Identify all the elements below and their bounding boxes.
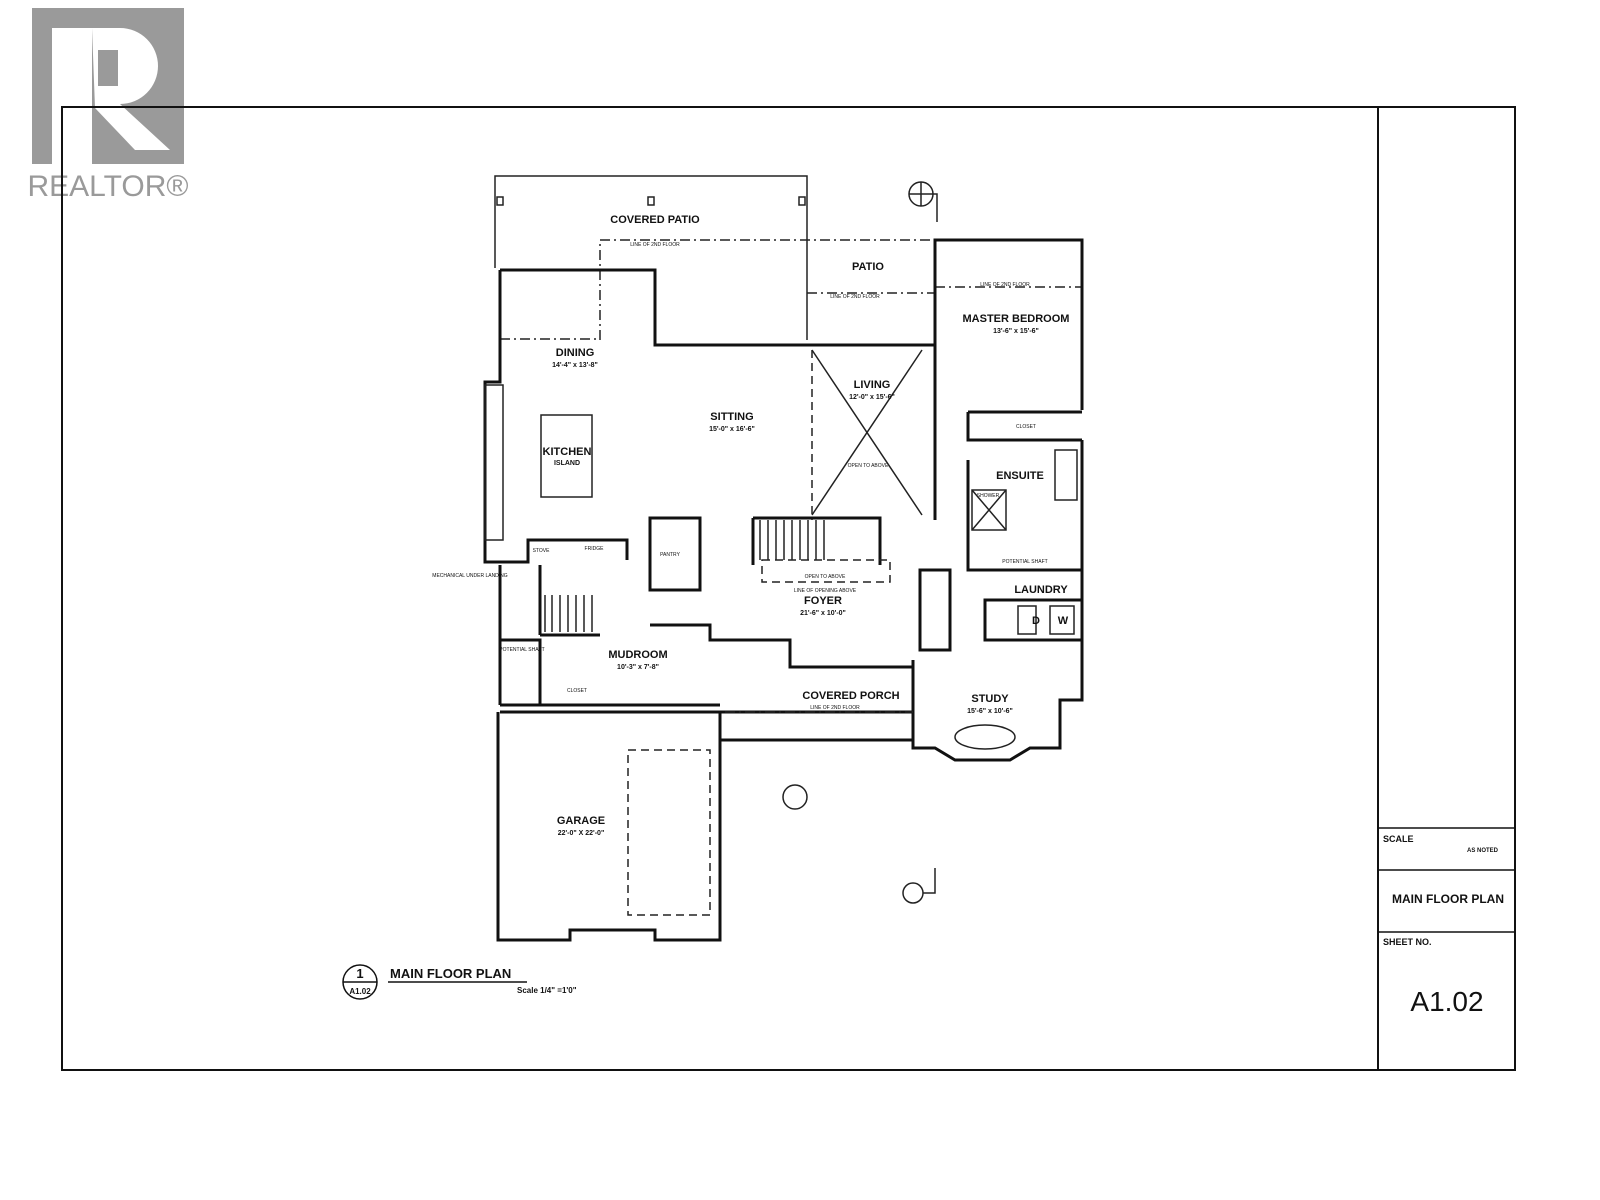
- room-laundry: LAUNDRY: [1014, 584, 1068, 596]
- room-labels: COVERED PATIO PATIO MASTER BEDROOM 13'-6"…: [543, 214, 1070, 837]
- room-dining: DINING 14'-4" x 13'-8": [552, 347, 598, 369]
- room-study: STUDY 15'-6" x 10'-6": [967, 693, 1013, 715]
- room-mudroom: MUDROOM 10'-3" x 7'-8": [608, 649, 667, 671]
- svg-text:LINE OF 2ND FLOOR: LINE OF 2ND FLOOR: [830, 294, 880, 300]
- svg-text:FOYER: FOYER: [804, 595, 842, 607]
- dryer-label: D: [1032, 615, 1040, 627]
- svg-text:OPEN TO ABOVE: OPEN TO ABOVE: [848, 463, 889, 469]
- svg-text:LINE OF 2ND FLOOR: LINE OF 2ND FLOOR: [630, 242, 680, 248]
- room-garage: GARAGE 22'-0" X 22'-0": [557, 815, 605, 837]
- svg-text:ENSUITE: ENSUITE: [996, 470, 1044, 482]
- svg-text:PATIO: PATIO: [852, 261, 884, 273]
- room-covered-porch: COVERED PORCH: [802, 690, 899, 702]
- realtor-logo-text: REALTOR®: [27, 170, 188, 203]
- svg-text:MASTER BEDROOM: MASTER BEDROOM: [963, 313, 1070, 325]
- svg-text:CLOSET: CLOSET: [567, 688, 587, 694]
- sheet-border: [61, 106, 1516, 1071]
- svg-text:CLOSET: CLOSET: [1016, 424, 1036, 430]
- svg-text:KITCHEN: KITCHEN: [543, 446, 592, 458]
- svg-text:STOVE: STOVE: [533, 548, 551, 554]
- title-block: SCALE AS NOTED MAIN FLOOR PLAN SHEET NO.…: [1383, 834, 1504, 1017]
- svg-text:22'-0" X 22'-0": 22'-0" X 22'-0": [558, 830, 605, 837]
- svg-text:LINE OF 2ND FLOOR: LINE OF 2ND FLOOR: [810, 705, 860, 711]
- svg-text:12'-0" x 15'-6": 12'-0" x 15'-6": [849, 394, 895, 401]
- svg-text:1: 1: [356, 966, 363, 981]
- room-master-bedroom: MASTER BEDROOM 13'-6" x 15'-6": [963, 313, 1070, 335]
- room-foyer: FOYER 21'-6" x 10'-0": [800, 595, 846, 617]
- svg-text:LAUNDRY: LAUNDRY: [1014, 584, 1068, 596]
- svg-text:FRIDGE: FRIDGE: [585, 546, 605, 552]
- svg-text:LINE OF 2ND FLOOR: LINE OF 2ND FLOOR: [980, 282, 1030, 288]
- svg-text:MAIN FLOOR PLAN: MAIN FLOOR PLAN: [1392, 892, 1504, 906]
- svg-text:LINE OF OPENING ABOVE: LINE OF OPENING ABOVE: [794, 588, 857, 594]
- svg-text:A1.02: A1.02: [1410, 986, 1483, 1017]
- svg-text:SHOWER: SHOWER: [977, 493, 1000, 499]
- svg-text:Scale 1/4" =1'0": Scale 1/4" =1'0": [517, 986, 577, 995]
- room-covered-patio: COVERED PATIO: [610, 214, 700, 226]
- svg-text:OPEN TO ABOVE: OPEN TO ABOVE: [805, 574, 846, 580]
- svg-text:15'-6" x 10'-6": 15'-6" x 10'-6": [967, 708, 1013, 715]
- svg-text:13'-6" x 15'-6": 13'-6" x 15'-6": [993, 328, 1039, 335]
- svg-text:SCALE: SCALE: [1383, 834, 1414, 844]
- room-living: LIVING 12'-0" x 15'-6": [849, 379, 895, 401]
- svg-text:DINING: DINING: [556, 347, 595, 359]
- svg-text:STUDY: STUDY: [971, 693, 1009, 705]
- svg-text:SHEET NO.: SHEET NO.: [1383, 937, 1432, 947]
- svg-text:GARAGE: GARAGE: [557, 815, 605, 827]
- svg-text:PANTRY: PANTRY: [660, 552, 680, 558]
- room-patio: PATIO: [852, 261, 884, 273]
- svg-text:21'-6" x 10'-0": 21'-6" x 10'-0": [800, 610, 846, 617]
- svg-text:POTENTIAL SHAFT: POTENTIAL SHAFT: [499, 647, 544, 653]
- svg-text:14'-4" x 13'-8": 14'-4" x 13'-8": [552, 362, 598, 369]
- floor-plan-walls: [483, 175, 1084, 942]
- svg-text:MUDROOM: MUDROOM: [608, 649, 667, 661]
- svg-text:10'-3" x 7'-8": 10'-3" x 7'-8": [617, 664, 659, 671]
- svg-text:SITTING: SITTING: [710, 411, 753, 423]
- drawing-title: 1 A1.02 MAIN FLOOR PLAN Scale 1/4" =1'0": [342, 964, 577, 1000]
- svg-text:POTENTIAL SHAFT: POTENTIAL SHAFT: [1002, 559, 1047, 565]
- realtor-logo: REALTOR®: [27, 8, 189, 203]
- svg-text:LIVING: LIVING: [854, 379, 891, 391]
- room-kitchen: KITCHEN ISLAND: [543, 446, 592, 467]
- svg-text:ISLAND: ISLAND: [554, 460, 580, 467]
- svg-text:15'-0" x 16'-6": 15'-0" x 16'-6": [709, 426, 755, 433]
- room-ensuite: ENSUITE: [996, 470, 1044, 482]
- svg-text:COVERED PORCH: COVERED PORCH: [802, 690, 899, 702]
- washer-label: W: [1058, 615, 1069, 627]
- svg-text:MAIN FLOOR PLAN: MAIN FLOOR PLAN: [390, 966, 511, 981]
- plan-notes: LINE OF 2ND FLOOR LINE OF 2ND FLOOR LINE…: [432, 242, 1069, 711]
- room-sitting: SITTING 15'-0" x 16'-6": [709, 411, 755, 433]
- svg-text:MECHANICAL UNDER LANDING: MECHANICAL UNDER LANDING: [432, 573, 507, 579]
- svg-text:A1.02: A1.02: [349, 987, 371, 996]
- svg-text:AS NOTED: AS NOTED: [1467, 848, 1499, 854]
- svg-text:COVERED PATIO: COVERED PATIO: [610, 214, 700, 226]
